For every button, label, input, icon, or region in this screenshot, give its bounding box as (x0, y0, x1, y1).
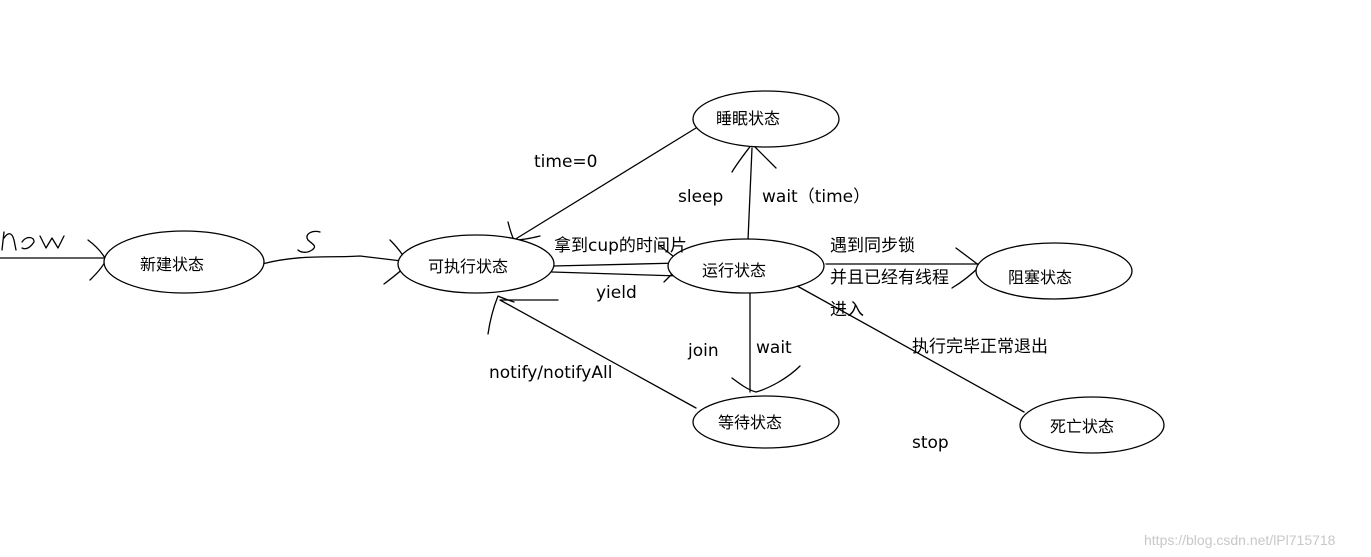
label-sync-line2: 并且已经有线程 (830, 268, 949, 288)
label-stop: stop (912, 433, 949, 453)
edge-running-to-sleeping (747, 147, 753, 241)
state-new: 新建状态 (103, 230, 265, 294)
label-notify: notify/notifyAll (489, 363, 612, 383)
state-runnable-label: 可执行状态 (428, 257, 508, 276)
state-sleeping: 睡眠状态 (692, 90, 840, 148)
edge-new-to-runnable (261, 255, 411, 265)
state-blocked-label: 阻塞状态 (1008, 268, 1072, 287)
label-get-cpu: 拿到cup的时间片 (554, 235, 687, 256)
label-finished: 执行完毕正常退出 (912, 337, 1048, 357)
handwritten-start-squiggle (297, 230, 321, 253)
edge-running-to-sleeping-arrowhead (731, 143, 777, 173)
label-time-zero: time=0 (534, 152, 597, 172)
edge-new-entry-arrowhead (87, 239, 107, 281)
state-waiting-label: 等待状态 (718, 413, 782, 432)
label-sleep: sleep (678, 187, 723, 207)
label-sync-line3: 进入 (830, 300, 864, 320)
state-new-label: 新建状态 (140, 255, 204, 274)
state-running-label: 运行状态 (702, 261, 766, 280)
handwritten-new-squiggle (1, 231, 65, 251)
state-dead: 死亡状态 (1019, 396, 1165, 454)
watermark: https://blog.csdn.net/lPl715718 (1144, 532, 1336, 548)
state-blocked: 阻塞状态 (975, 242, 1133, 300)
state-sleeping-label: 睡眠状态 (716, 109, 780, 128)
state-dead-label: 死亡状态 (1050, 417, 1114, 436)
edge-sleeping-to-runnable-arrowhead (507, 221, 541, 241)
state-running: 运行状态 (667, 238, 825, 294)
edge-runnable-to-running (552, 262, 681, 267)
label-join: join (687, 341, 719, 361)
state-runnable: 可执行状态 (397, 234, 555, 294)
edge-sleeping-to-runnable (513, 127, 697, 241)
edge-waiting-to-runnable (499, 299, 697, 409)
edge-waiting-to-runnable-arrowhead (487, 295, 515, 335)
state-waiting: 等待状态 (692, 395, 840, 449)
label-sync-line1: 遇到同步锁 (830, 236, 915, 256)
label-yield: yield (596, 283, 637, 303)
label-wait-time: wait（time） (762, 187, 870, 207)
label-wait: wait (756, 338, 792, 358)
edge-running-to-dead (789, 281, 1025, 413)
edge-running-to-waiting-arrowhead (731, 365, 801, 393)
edge-running-to-runnable (551, 271, 681, 277)
